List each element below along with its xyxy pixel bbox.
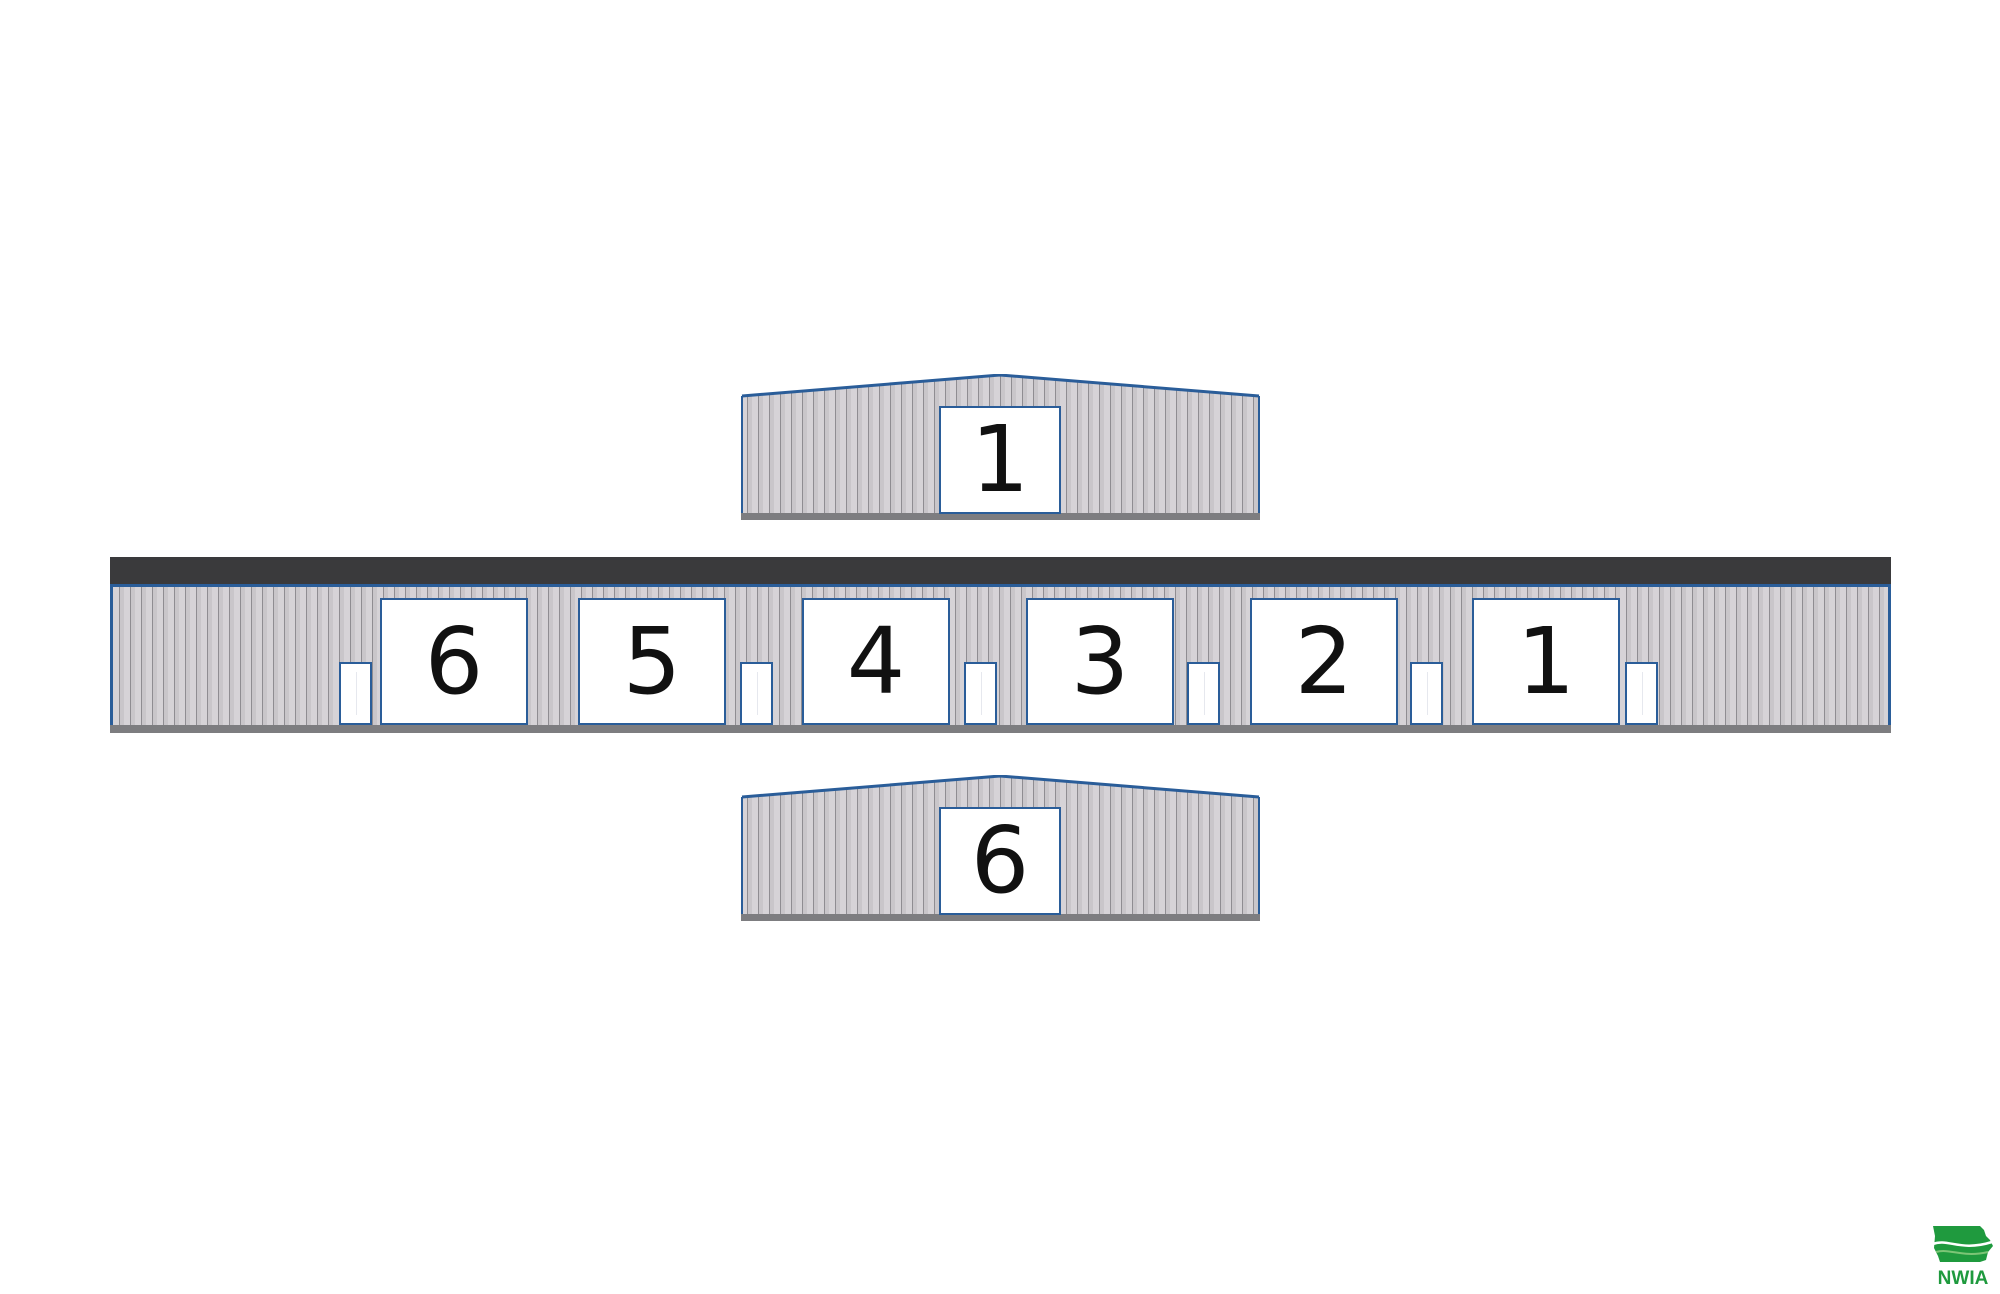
walk-door [740,662,773,725]
overhead-door-6: 6 [380,598,528,725]
door-number: 1 [970,406,1030,513]
end-elevation-top: 1 [741,374,1260,520]
overhead-door-3: 3 [1026,598,1174,725]
overhead-door-5: 5 [578,598,726,725]
door-number: 4 [846,607,906,715]
end-elevation-bottom: 6 [741,775,1260,921]
overhead-door-1: 1 [1472,598,1620,725]
foundation-line [110,725,1891,733]
door-number: 2 [1294,607,1354,715]
roof-fascia [110,557,1891,587]
walk-door [339,662,372,725]
door-number: 6 [424,607,484,715]
door-number: 3 [1070,607,1130,715]
overhead-door-1-end-top: 1 [939,406,1061,514]
walk-door [1187,662,1220,725]
overhead-door-2: 2 [1250,598,1398,725]
nwia-logo: NWIA [1928,1220,1998,1290]
front-wall [110,587,1891,727]
walk-door [1410,662,1443,725]
iowa-map-icon [1932,1226,1993,1262]
door-number: 6 [970,807,1030,914]
walk-door [1625,662,1658,725]
overhead-door-6-end-bottom: 6 [939,807,1061,915]
logo-text: NWIA [1937,1268,1989,1289]
front-elevation: 6 5 4 3 2 1 [110,557,1891,735]
door-number: 5 [622,607,682,715]
walk-door [964,662,997,725]
door-number: 1 [1516,607,1576,715]
overhead-door-4: 4 [802,598,950,725]
